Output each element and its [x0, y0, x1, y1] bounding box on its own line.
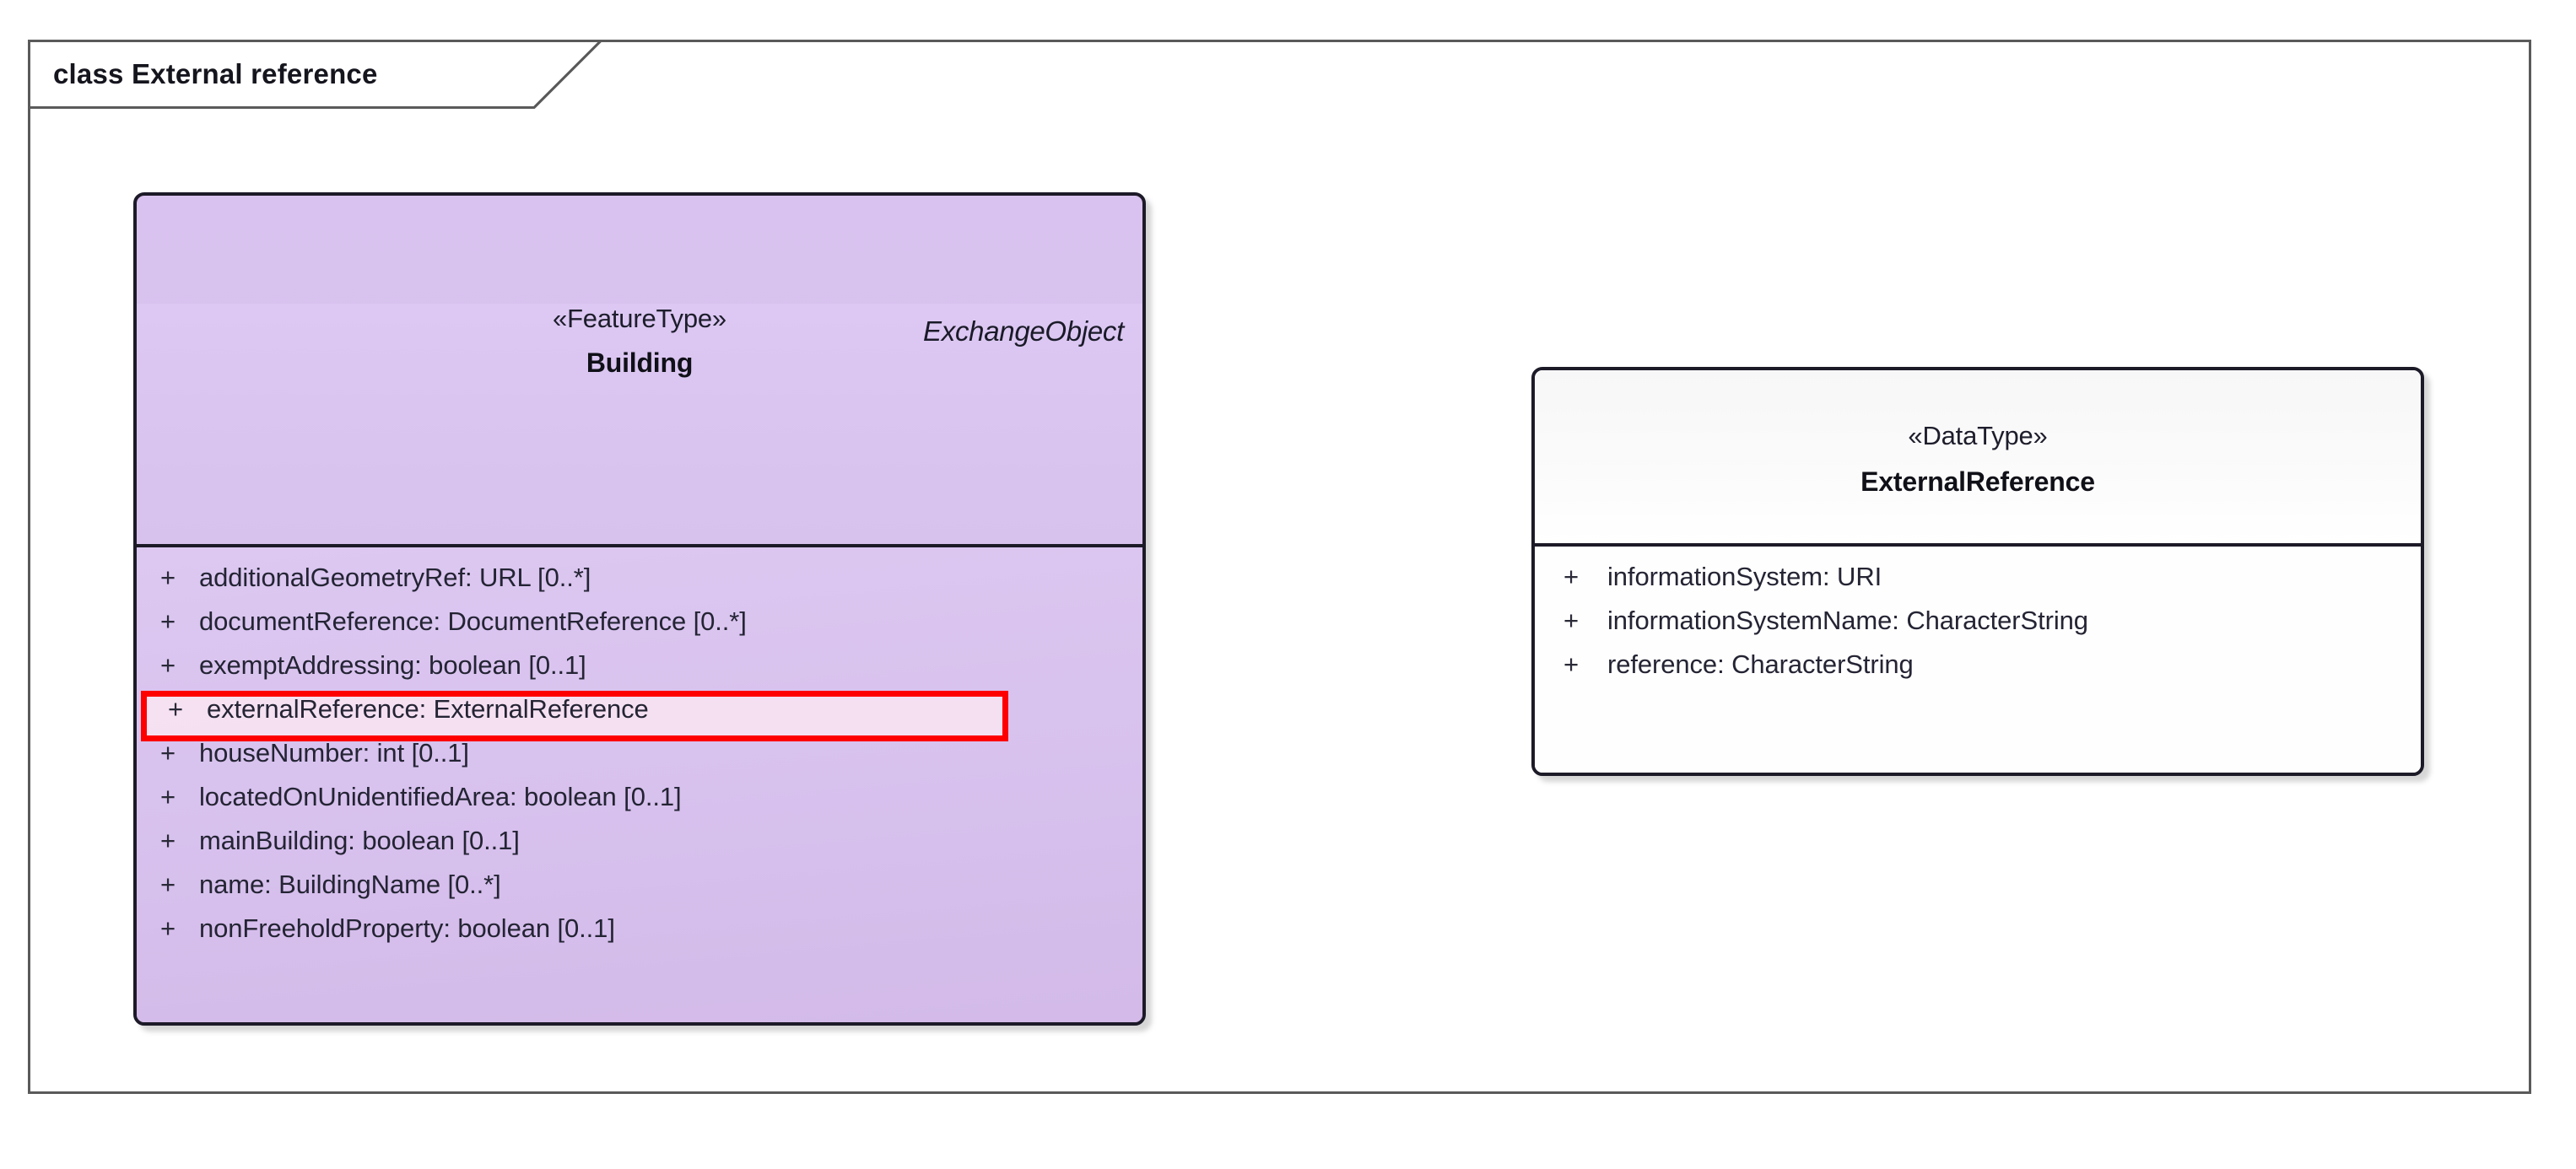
- owner-package-label: ExchangeObject: [923, 315, 1124, 347]
- attribute-signature: mainBuilding: boolean [0..1]: [199, 826, 520, 855]
- class-name: Building: [586, 347, 694, 378]
- attribute-signature: informationSystem: URI: [1607, 562, 1882, 591]
- class-attributes-building: + additionalGeometryRef: URL [0..*] + do…: [137, 547, 1142, 1022]
- attribute-signature: externalReference: ExternalReference: [207, 694, 649, 724]
- attribute-signature: reference: CharacterString: [1607, 649, 1914, 679]
- diagram-frame-label: class External reference: [53, 58, 378, 89]
- uml-class-building[interactable]: ExchangeObject «FeatureType» Building + …: [133, 192, 1146, 1026]
- class-header-externalreference: «DataType» ExternalReference: [1535, 370, 2421, 543]
- attribute-signature: exemptAddressing: boolean [0..1]: [199, 650, 586, 680]
- class-stereotype: «DataType»: [1908, 421, 2048, 450]
- attribute-visibility: +: [159, 782, 176, 811]
- attribute-visibility: +: [1563, 649, 1580, 679]
- uml-class-externalreference[interactable]: «DataType» ExternalReference + informati…: [1531, 367, 2424, 776]
- attribute-visibility: +: [167, 694, 184, 724]
- class-stereotype: «FeatureType»: [553, 304, 726, 333]
- attribute-visibility: +: [1563, 606, 1580, 635]
- attribute-signature: informationSystemName: CharacterString: [1607, 606, 2088, 635]
- attribute-row[interactable]: + informationSystem: URI: [1535, 562, 2421, 606]
- attribute-row[interactable]: + documentReference: DocumentReference […: [137, 606, 1142, 650]
- attribute-signature: locatedOnUnidentifiedArea: boolean [0..1…: [199, 782, 682, 811]
- attribute-visibility: +: [159, 826, 176, 855]
- attribute-row[interactable]: + informationSystemName: CharacterString: [1535, 606, 2421, 649]
- attribute-visibility: +: [159, 870, 176, 899]
- attribute-row[interactable]: + houseNumber: int [0..1]: [137, 738, 1142, 782]
- class-compartment-divider: [1535, 543, 2421, 547]
- class-compartment-divider: [137, 544, 1142, 547]
- attribute-row[interactable]: + nonFreeholdProperty: boolean [0..1]: [137, 913, 1142, 957]
- diagram-frame-tab: class External reference: [28, 40, 602, 109]
- attribute-visibility: +: [159, 563, 176, 592]
- attribute-row-highlighted[interactable]: + externalReference: ExternalReference: [141, 691, 1008, 741]
- attribute-signature: additionalGeometryRef: URL [0..*]: [199, 563, 591, 592]
- attribute-row[interactable]: + mainBuilding: boolean [0..1]: [137, 826, 1142, 870]
- frame-tab-shape: [28, 40, 602, 109]
- attribute-row[interactable]: + additionalGeometryRef: URL [0..*]: [137, 563, 1142, 606]
- attribute-visibility: +: [159, 650, 176, 680]
- attribute-row[interactable]: + locatedOnUnidentifiedArea: boolean [0.…: [137, 782, 1142, 826]
- class-attributes-externalreference: + informationSystem: URI + informationSy…: [1535, 547, 2421, 773]
- attribute-signature: documentReference: DocumentReference [0.…: [199, 606, 747, 636]
- attribute-visibility: +: [159, 606, 176, 636]
- class-name: ExternalReference: [1860, 466, 2095, 497]
- attribute-signature: nonFreeholdProperty: boolean [0..1]: [199, 913, 615, 943]
- attribute-signature: name: BuildingName [0..*]: [199, 870, 501, 899]
- attribute-visibility: +: [159, 738, 176, 768]
- attribute-visibility: +: [159, 913, 176, 943]
- attribute-row[interactable]: + name: BuildingName [0..*]: [137, 870, 1142, 913]
- attribute-visibility: +: [1563, 562, 1580, 591]
- attribute-row[interactable]: + reference: CharacterString: [1535, 649, 2421, 693]
- attribute-row[interactable]: + exemptAddressing: boolean [0..1]: [137, 650, 1142, 694]
- class-header-building: ExchangeObject «FeatureType» Building: [137, 304, 1142, 544]
- attribute-signature: houseNumber: int [0..1]: [199, 738, 469, 768]
